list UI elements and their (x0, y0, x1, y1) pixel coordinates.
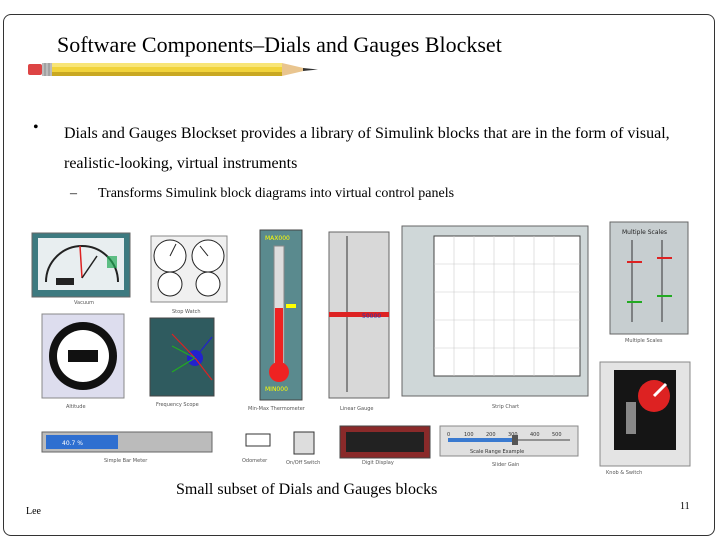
svg-text:Odometer: Odometer (242, 458, 268, 464)
svg-text:Strip Chart: Strip Chart (492, 404, 519, 410)
svg-text:MIN000: MIN000 (265, 386, 288, 393)
progress-value: 40.7 % (62, 440, 83, 447)
svg-text:Stop Watch: Stop Watch (172, 309, 201, 315)
thermometer-block: MAX000 MIN000 Min-Max Thermometer (248, 229, 306, 412)
pencil-icon (28, 63, 318, 76)
linear-scale-block: 50000 Linear Gauge (328, 231, 390, 412)
svg-text:Altitude: Altitude (66, 404, 86, 410)
author-footer: Lee (26, 506, 41, 517)
frequency-gauge-block: Frequency Scope (149, 317, 215, 408)
dial-gauge-block: Vacuum (31, 232, 131, 306)
svg-text:On/Off Switch: On/Off Switch (286, 460, 320, 466)
svg-text:Linear Gauge: Linear Gauge (340, 406, 374, 412)
page-number: 11 (680, 501, 690, 512)
digital-display-block: Digit Display (339, 425, 431, 466)
multiple-scales-block: Multiple Scales Multiple Scales (609, 221, 689, 344)
slide-title: Software Components–Dials and Gauges Blo… (57, 32, 502, 57)
toggle-switch-block: On/Off Switch (286, 431, 320, 466)
svg-text:50000: 50000 (362, 313, 381, 320)
multiple-scales-title: Multiple Scales (622, 229, 667, 236)
svg-text:100: 100 (464, 432, 474, 438)
svg-text:Digit Display: Digit Display (362, 460, 394, 466)
compass-block: Altitude (41, 313, 125, 410)
sub-bullet-marker: – (70, 186, 77, 201)
slider-caption: Scale Range Example (470, 449, 524, 455)
svg-text:Multiple Scales: Multiple Scales (625, 338, 663, 344)
figure-caption: Small subset of Dials and Gauges blocks (176, 481, 438, 498)
slider-block: 0 100 200 300 400 500 Scale Range Exampl… (439, 425, 579, 468)
odometer-block: Odometer (242, 433, 271, 464)
svg-text:Vacuum: Vacuum (74, 300, 94, 306)
svg-text:0: 0 (447, 432, 450, 438)
svg-text:Simple Bar Meter: Simple Bar Meter (104, 458, 148, 464)
sub-bullet-text: Transforms Simulink block diagrams into … (98, 186, 455, 201)
blocks-collage-image: Vacuum Stop Watch MAX000 MIN000 Min-Max … (22, 212, 704, 480)
svg-text:500: 500 (552, 432, 562, 438)
svg-text:200: 200 (486, 432, 496, 438)
svg-text:Slider Gain: Slider Gain (492, 462, 519, 468)
svg-text:400: 400 (530, 432, 540, 438)
svg-text:MAX000: MAX000 (265, 235, 290, 242)
progress-bar-block: 40.7 % Simple Bar Meter (41, 431, 213, 464)
slide-frame (3, 14, 715, 536)
bullet-marker: • (33, 119, 39, 136)
knob-block: Knob & Switch (599, 361, 691, 476)
svg-text:Knob & Switch: Knob & Switch (606, 470, 642, 476)
stopwatch-block: Stop Watch (150, 235, 228, 315)
strip-chart-block: Strip Chart (401, 225, 589, 410)
svg-text:Min-Max Thermometer: Min-Max Thermometer (248, 406, 306, 412)
bullet-text: Dials and Gauges Blockset provides a lib… (64, 125, 670, 172)
svg-text:Frequency Scope: Frequency Scope (156, 402, 199, 408)
